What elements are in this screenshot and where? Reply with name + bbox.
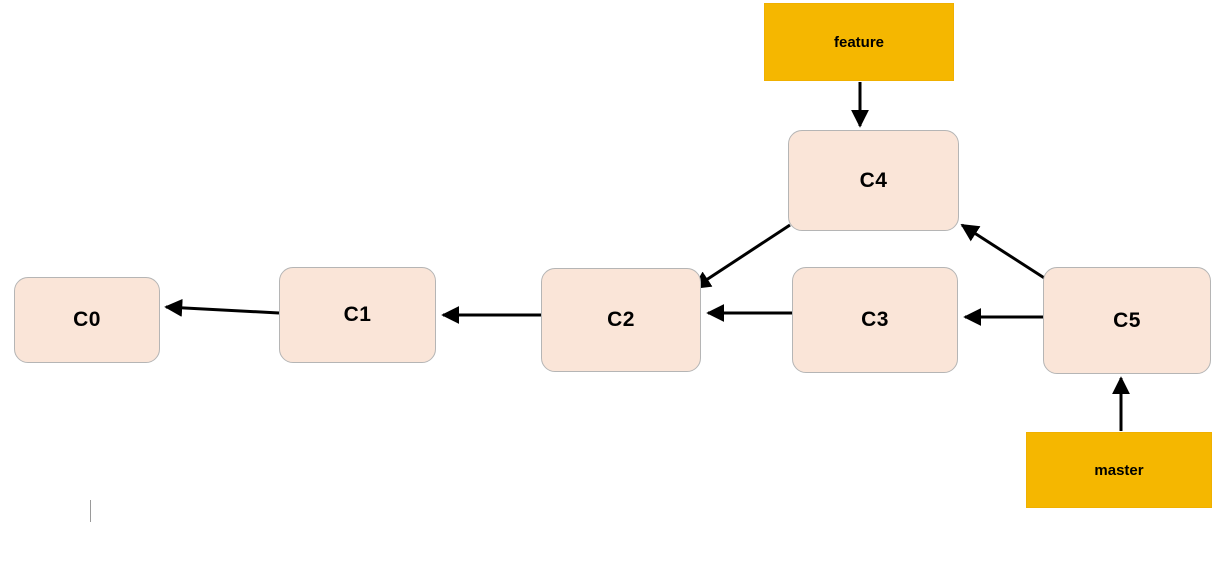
commit-label: C5 (1113, 308, 1141, 332)
branch-label-master[interactable]: master (1026, 432, 1212, 508)
commit-label: C2 (607, 308, 635, 331)
commit-label: C4 (859, 168, 888, 192)
commit-label: C3 (861, 308, 889, 331)
commit-node-c4[interactable]: C4 (788, 130, 959, 231)
commit-node-c2[interactable]: C2 (541, 268, 701, 372)
edge-c4-c2 (692, 223, 791, 290)
commit-node-c0[interactable]: C0 (14, 277, 160, 363)
branch-label-text: feature (833, 33, 885, 51)
commit-node-c1[interactable]: C1 (279, 267, 436, 363)
commit-node-c5[interactable]: C5 (1043, 267, 1211, 374)
branch-label-text: master (1094, 461, 1144, 479)
commit-label: C1 (343, 303, 372, 326)
edge-c1-c0 (164, 298, 280, 317)
commit-node-c3[interactable]: C3 (792, 267, 958, 373)
branch-label-feature[interactable]: feature (764, 3, 954, 81)
commit-label: C0 (73, 308, 101, 331)
text-cursor (90, 500, 91, 522)
